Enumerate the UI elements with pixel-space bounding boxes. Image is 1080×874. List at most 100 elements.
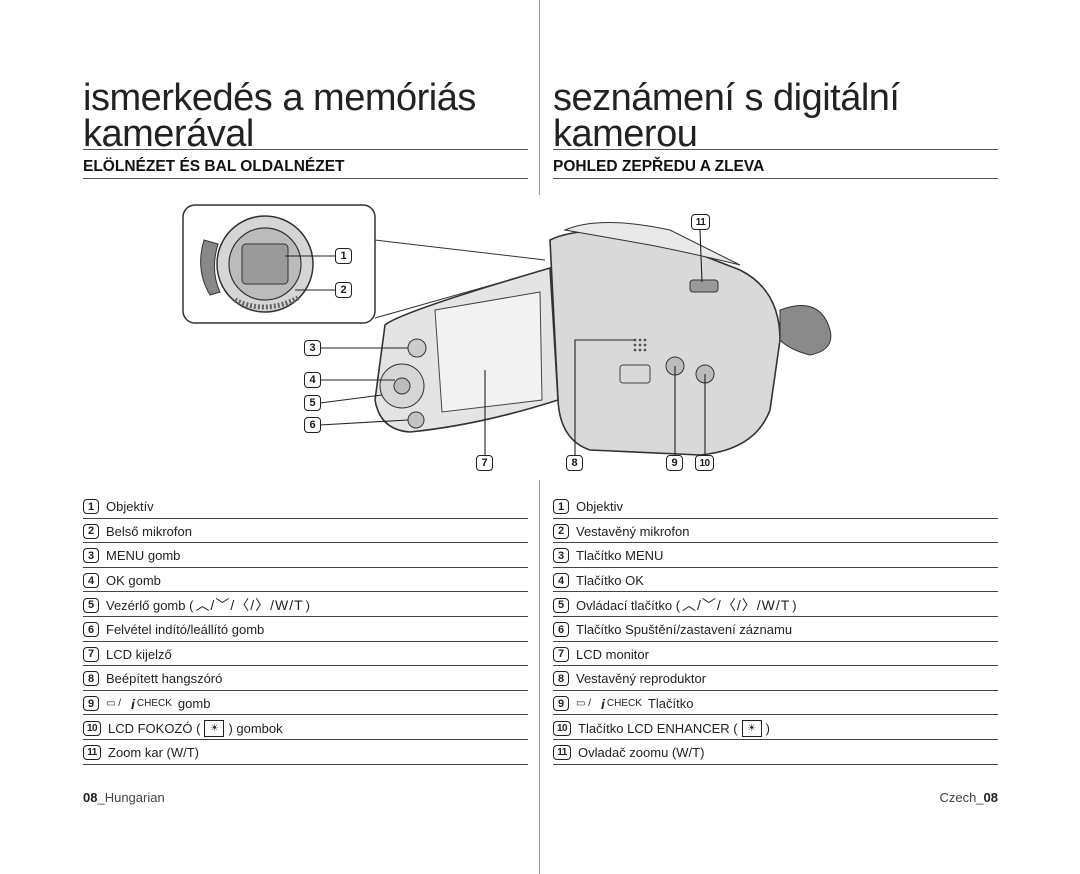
item-number: 6	[83, 622, 99, 638]
list-item: 6 Felvétel indító/leállító gomb	[83, 617, 528, 642]
footer-language: Czech_	[939, 790, 984, 805]
callout-number: 7	[476, 455, 493, 471]
item-label: Vestavěný reproduktor	[576, 671, 707, 687]
item-label: Objektív	[106, 499, 154, 515]
hand-strap-inset	[200, 239, 221, 296]
callout-number: 6	[304, 417, 321, 433]
section-heading: ELÖLNÉZET ÉS BAL OLDALNÉZET	[83, 158, 528, 179]
page-number: 08	[83, 790, 98, 805]
item-label: Ovladač zoomu (W/T)	[578, 745, 705, 761]
title-rule	[83, 149, 528, 150]
display-mode-icon: ▭ /	[106, 698, 122, 710]
item-label: Tlačítko OK	[576, 573, 644, 589]
callout-number: 9	[666, 455, 683, 471]
callout-leaders	[285, 229, 706, 455]
item-number: 11	[553, 745, 571, 761]
callout-number: 1	[335, 248, 352, 264]
callout-number: 11	[691, 214, 710, 230]
item-label: Objektiv	[576, 499, 623, 515]
menu-button	[407, 338, 427, 358]
item-number: 9	[553, 696, 569, 712]
item-label-end: ) gombok	[228, 720, 283, 736]
callout-number: 3	[304, 340, 321, 356]
callout-number: 5	[304, 395, 321, 411]
lcd-screen	[434, 291, 543, 413]
page-footer: Czech_08	[939, 790, 998, 805]
list-item: 1 Objektív	[83, 494, 528, 519]
item-label: Tlačítko MENU	[576, 548, 664, 564]
microphone-grille	[233, 295, 300, 310]
direction-controls-icon: ︿/﹀/〈/〉/W/T	[682, 597, 791, 614]
item-number: 2	[553, 523, 569, 539]
item-number: 2	[83, 523, 99, 539]
item-number: 5	[83, 597, 99, 613]
item-label-end: )	[792, 597, 797, 613]
item-label-end: )	[765, 720, 770, 736]
item-number: 10	[83, 720, 101, 736]
item-label: Vestavěný mikrofon	[576, 523, 690, 539]
list-item: 11 Zoom kar (W/T)	[83, 740, 528, 765]
item-number: 8	[553, 671, 569, 687]
item-label: gomb	[177, 696, 211, 712]
inset-connector-top	[374, 239, 546, 261]
section-heading: POHLED ZEPŘEDU A ZLEVA	[553, 158, 998, 179]
speaker-holes	[633, 338, 647, 352]
item-number: 6	[553, 622, 569, 638]
item-label: Tlačítko	[647, 696, 694, 712]
item-number: 1	[83, 499, 99, 515]
center-divider-bottom	[539, 480, 540, 874]
list-item: 2 Vestavěný mikrofon	[553, 519, 998, 544]
display-mode-icon: ▭ /	[576, 698, 592, 710]
callout-number: 2	[335, 282, 352, 298]
item-label: Felvétel indító/leállító gomb	[106, 622, 265, 638]
center-divider-top	[539, 0, 540, 195]
item-number: 4	[553, 573, 569, 589]
item-number: 5	[553, 597, 569, 613]
item-number: 7	[553, 646, 569, 662]
lcd-enhancer-icon: ☀	[204, 719, 225, 737]
lcd-enhancer-icon: ☀	[741, 719, 762, 737]
page-footer: 08_Hungarian	[83, 790, 165, 805]
callout-number: 4	[304, 372, 321, 388]
icheck-icon: i	[601, 695, 605, 712]
list-item: 6 Tlačítko Spuštění/zastavení záznamu	[553, 617, 998, 642]
zoom-lever	[689, 279, 719, 293]
icheck-label: CHECK	[136, 698, 172, 710]
item-number: 10	[553, 720, 571, 736]
callout-number: 8	[566, 455, 583, 471]
item-label: LCD kijelző	[106, 646, 172, 662]
item-label: LCD FOKOZÓ (	[108, 720, 201, 736]
page-number: 08	[983, 790, 998, 805]
item-label: Vezérlő gomb (	[106, 597, 194, 613]
camera-top	[563, 222, 741, 266]
list-item: 3 Tlačítko MENU	[553, 543, 998, 568]
item-label: OK gomb	[106, 573, 161, 589]
camcorder-drawing	[182, 204, 832, 456]
item-number: 3	[83, 548, 99, 564]
item-number: 3	[553, 548, 569, 564]
item-label: Zoom kar (W/T)	[108, 745, 199, 761]
list-item: 8 Vestavěný reproduktor	[553, 666, 998, 691]
item-label-end: )	[305, 597, 310, 613]
list-item: 10 Tlačítko LCD ENHANCER (☀)	[553, 715, 998, 740]
item-label: Beépített hangszóró	[106, 671, 223, 687]
lens-glass	[241, 243, 289, 285]
battery-cover	[619, 364, 651, 384]
callout-number: 10	[695, 455, 714, 471]
item-number: 11	[83, 745, 101, 761]
ok-button	[393, 377, 411, 395]
item-label: Tlačítko LCD ENHANCER (	[578, 720, 738, 736]
camera-body	[549, 230, 781, 456]
item-label: Tlačítko Spuštění/zastavení záznamu	[576, 622, 793, 638]
